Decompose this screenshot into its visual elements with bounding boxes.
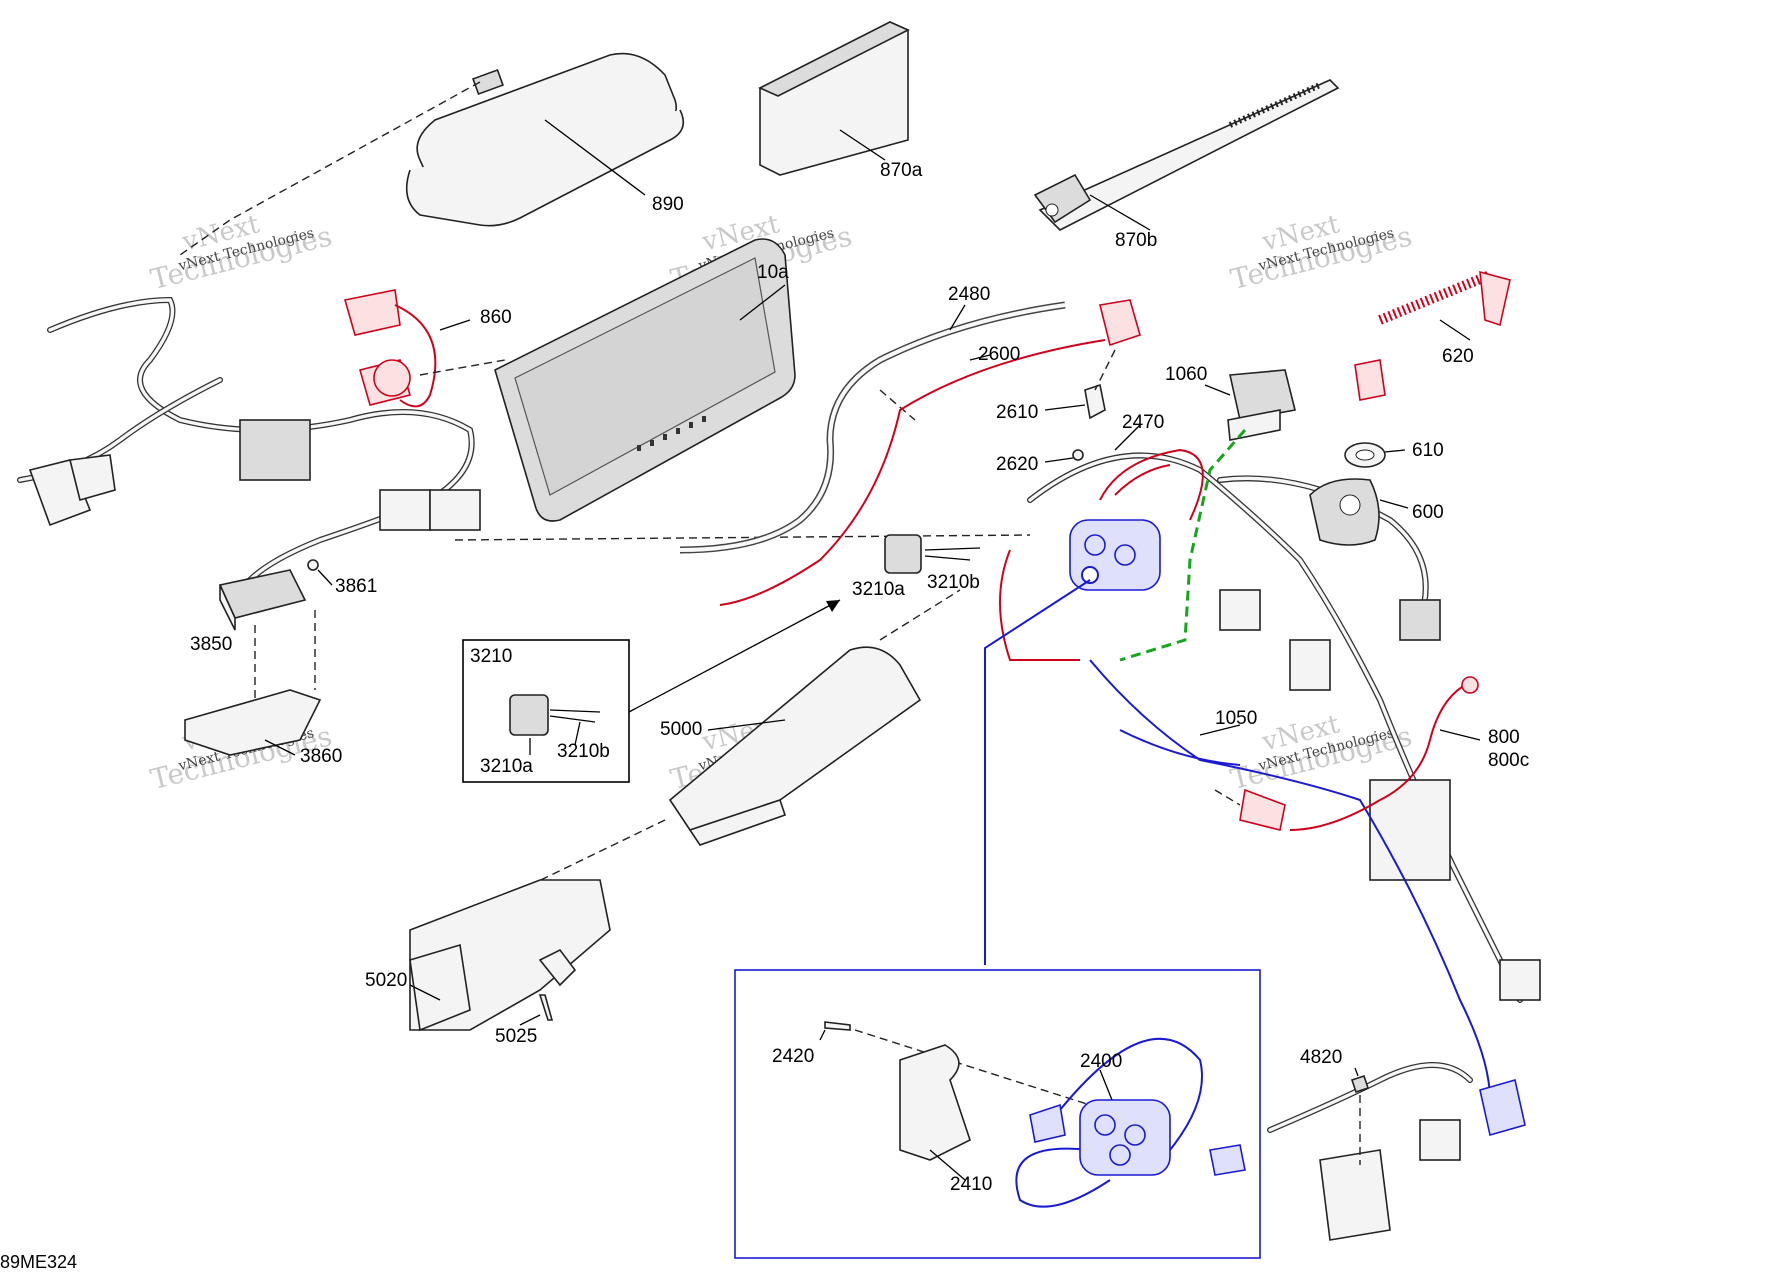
part-2480-cable xyxy=(679,301,1066,554)
label-4820: 4820 xyxy=(1300,1047,1342,1068)
inset-label-b: 3210b xyxy=(557,741,610,762)
part-890-module xyxy=(179,52,685,256)
diagram-code: 89ME324 xyxy=(0,1252,77,1272)
part-610-ring xyxy=(1344,442,1406,468)
label-3210a: 3210a xyxy=(852,579,905,600)
inset-2400-detail xyxy=(734,969,1261,1259)
part-5000-housing xyxy=(519,589,961,891)
part-2400-switch-main xyxy=(984,519,1161,965)
label-2470: 2470 xyxy=(1122,412,1164,433)
part-870b-strap xyxy=(1033,79,1340,231)
part-870a-pad xyxy=(758,21,910,176)
part-4820-nut xyxy=(1350,1067,1370,1165)
part-3210-connector xyxy=(884,534,981,574)
part-1060-switch xyxy=(1119,369,1296,662)
label-800: 800 xyxy=(1488,727,1520,748)
label-890: 890 xyxy=(652,194,684,215)
label-10a: 10a xyxy=(757,262,789,283)
inset-3210: 3210 3210a 3210b xyxy=(462,599,841,783)
label-2610: 2610 xyxy=(996,402,1038,423)
part-860-connector xyxy=(343,289,506,408)
label-2400: 2400 xyxy=(1080,1051,1122,1072)
dash-left-to-center xyxy=(454,534,1031,541)
part-2620-screw xyxy=(1044,449,1084,463)
label-5000: 5000 xyxy=(660,719,702,740)
label-2620: 2620 xyxy=(996,454,1038,475)
inset-title: 3210 xyxy=(470,646,512,667)
label-610: 610 xyxy=(1412,440,1444,461)
label-5025: 5025 xyxy=(495,1026,537,1047)
label-3860: 3860 xyxy=(300,746,342,767)
label-3850: 3850 xyxy=(190,634,232,655)
label-800c: 800c xyxy=(1488,750,1529,771)
part-2470-harness xyxy=(999,424,1204,662)
label-870b: 870b xyxy=(1115,230,1157,251)
inset-label-a: 3210a xyxy=(480,756,533,777)
label-870a: 870a xyxy=(880,160,923,181)
part-main-harness xyxy=(1027,452,1541,1241)
label-5020: 5020 xyxy=(365,970,407,991)
part-left-harness xyxy=(17,296,481,583)
part-1050-harness xyxy=(1089,659,1526,1137)
part-3850-module xyxy=(184,559,333,756)
label-1060: 1060 xyxy=(1165,364,1207,385)
label-2600: 2600 xyxy=(978,344,1020,365)
label-2420: 2420 xyxy=(772,1046,814,1067)
part-2610-clip xyxy=(1044,349,1116,420)
label-1050: 1050 xyxy=(1215,708,1257,729)
part-5020-bracket xyxy=(409,879,611,1032)
label-3861: 3861 xyxy=(335,576,377,597)
label-2480: 2480 xyxy=(948,284,990,305)
part-2600-cable xyxy=(719,299,1141,606)
label-860: 860 xyxy=(480,307,512,328)
part-800-cable xyxy=(1214,676,1481,831)
part-10a-display xyxy=(494,238,796,522)
label-3210b: 3210b xyxy=(927,572,980,593)
part-600-switch xyxy=(1309,478,1409,546)
label-2410: 2410 xyxy=(950,1174,992,1195)
label-600: 600 xyxy=(1412,502,1444,523)
part-620-lanyard xyxy=(1354,270,1511,401)
label-620: 620 xyxy=(1442,346,1474,367)
